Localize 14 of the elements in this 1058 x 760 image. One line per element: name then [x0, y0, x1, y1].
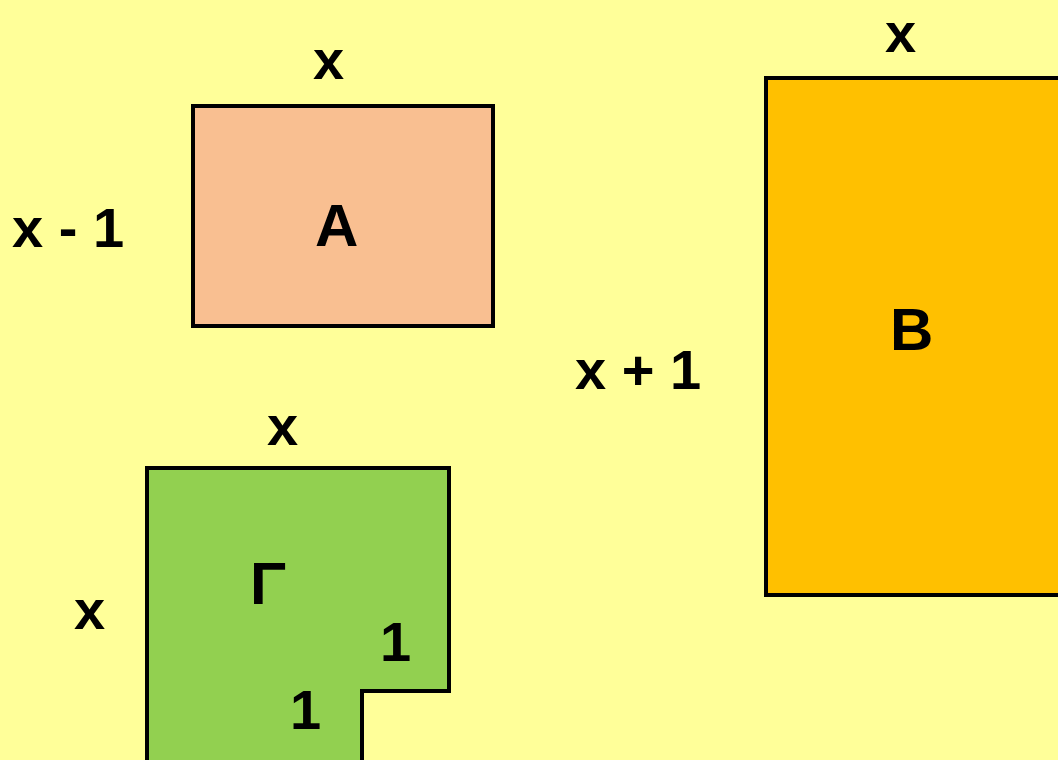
shape-label: B — [890, 300, 934, 360]
dimension-label: x — [313, 32, 345, 88]
dimension-label: x — [74, 582, 106, 638]
dimension-label: x — [267, 398, 299, 454]
gamma-shape — [145, 466, 451, 760]
shape-label: Γ — [250, 554, 287, 614]
dimension-label: x + 1 — [575, 342, 702, 398]
dimension-label: 1 — [380, 614, 412, 670]
rectangle-shape — [764, 76, 1058, 597]
dimension-label: 1 — [290, 682, 322, 738]
rectangle-shape — [191, 104, 495, 328]
dimension-label: x — [885, 5, 917, 61]
dimension-label: x - 1 — [12, 200, 125, 256]
shape-label: A — [315, 196, 359, 256]
